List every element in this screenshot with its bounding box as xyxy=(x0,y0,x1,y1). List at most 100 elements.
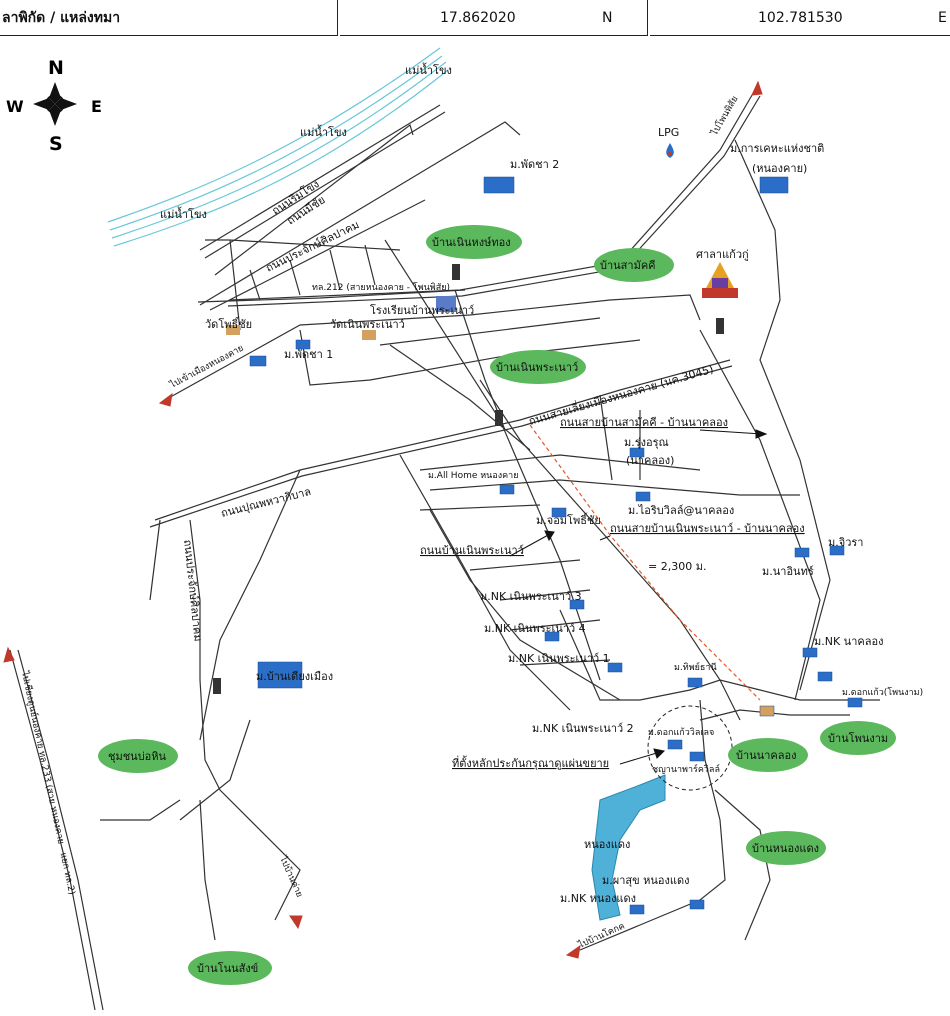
poi-label: หนองแดง xyxy=(584,838,630,851)
svg-text:บ้านเนินพระเนาว์: บ้านเนินพระเนาว์ xyxy=(496,361,578,374)
direction-label: ไปเข้าเมืองหนองคาย xyxy=(167,343,245,391)
house-icon xyxy=(794,547,810,558)
house-icon xyxy=(689,751,705,762)
river-label: แม่น้ำโขง xyxy=(405,62,452,77)
mekong-river xyxy=(107,47,449,247)
site-note: ที่ตั้งหลักประกันกรุณาดูแผ่นขยาย xyxy=(452,755,609,770)
compass-s: S xyxy=(49,133,63,155)
house-icon xyxy=(629,447,645,458)
house-icon xyxy=(667,739,683,750)
poi-label: ม.จอมโพธิ์ชัย xyxy=(536,512,601,527)
poi-label: ม.ไอริบวิลล์@นาคลอง xyxy=(628,504,734,517)
house-icon xyxy=(817,671,833,682)
housing-icons xyxy=(249,176,863,915)
village-chumchon: ชุมชนบ่อหิน xyxy=(98,739,178,773)
village-nongdaeng: บ้านหนองแดง xyxy=(746,831,826,865)
poi-label: ม.นาอินทร์ xyxy=(762,565,814,578)
latitude-dir: N xyxy=(602,9,613,26)
lpg-label: LPG xyxy=(658,126,679,139)
house-icon xyxy=(544,631,560,642)
poi-label: ม.NK หนองแดง xyxy=(560,892,636,905)
direction-label: ไปบ้านโคกค xyxy=(576,921,627,952)
road-label: ถนนบ้านเนินพระเนาว์ xyxy=(420,544,524,557)
house-icon xyxy=(607,662,623,673)
arrow-to-bannanu-icon xyxy=(289,915,303,930)
traffic-light-icon xyxy=(213,678,221,694)
house-icon xyxy=(629,904,645,915)
village-nakhlong: บ้านนาคลอง xyxy=(728,738,808,772)
svg-text:บ้านโนนสังข์: บ้านโนนสังข์ xyxy=(197,961,258,975)
wat-phochai-icon xyxy=(226,325,240,335)
house-icon xyxy=(802,647,818,658)
poi-label: ม.การเคหะแห่งชาติ xyxy=(730,142,824,155)
poi-label: ม.บ้านเดียงเมือง xyxy=(256,670,333,683)
river-label: แม่น้ำโขง xyxy=(300,124,347,139)
poi-label: โรงเรียนบ้านพระเนาว์ xyxy=(370,303,474,317)
village-nen-phra: บ้านเนินพระเนาว์ xyxy=(490,350,586,384)
poi-label: ม.ทิพย์ธานี xyxy=(674,661,717,673)
poi-label: วัดโพธิ์ชัย xyxy=(205,316,252,331)
house-icon xyxy=(847,697,863,708)
svg-text:ชุมชนบ่อหิน: ชุมชนบ่อหิน xyxy=(108,750,167,763)
wat-nenphra-icon xyxy=(362,330,376,340)
poi-label: ม.NK นาคลอง xyxy=(814,635,883,648)
nongdaeng-lake xyxy=(591,774,666,921)
poi-label: (นาคลอง) xyxy=(626,454,674,467)
house-icon xyxy=(759,705,775,717)
lpg-icon xyxy=(666,143,674,158)
longitude-dir: E xyxy=(938,9,947,26)
poi-label: ชญานาพาร์ควิลล์ xyxy=(652,763,720,775)
compass-e: E xyxy=(91,97,102,116)
distance-line xyxy=(529,424,761,701)
village-phon-ngam: บ้านโพนงาม xyxy=(820,721,896,755)
house-icon xyxy=(569,599,585,610)
road-network xyxy=(9,89,880,1011)
house-icon xyxy=(689,899,705,910)
traffic-light-icon xyxy=(452,264,460,280)
svg-text:บ้านสามัคคี: บ้านสามัคคี xyxy=(600,259,656,272)
poi-label: ม.ดอกแก้ววิลเลจ xyxy=(648,727,714,738)
poi-label: ม.ผาสุข หนองแดง xyxy=(602,874,689,887)
river-label: แม่น้ำโขง xyxy=(160,206,207,221)
house-icon xyxy=(257,661,303,689)
arrow-to-bankhlong-icon xyxy=(565,944,581,959)
svg-text:บ้านหนองแดง: บ้านหนองแดง xyxy=(752,842,819,855)
direction-label: ไปโพนพิสัย xyxy=(709,94,741,138)
longitude-cell: 102.781530 E xyxy=(650,0,950,36)
direction-arrows xyxy=(3,80,763,959)
latitude-cell: 17.862020 N xyxy=(340,0,648,36)
road-label: ถนนสายบ้านเนินพระเนาว์ - บ้านนาคลอง xyxy=(610,522,805,535)
svg-text:บ้านโพนงาม: บ้านโพนงาม xyxy=(828,731,888,745)
distance-label: = 2,300 ม. xyxy=(648,560,706,573)
poi-label: ม.ดอกแก้ว(โพนงาม) xyxy=(842,687,923,698)
road-label: ถนนประจักษ์ศิลปาคม xyxy=(181,539,205,642)
arrow-to-phonphisai-icon xyxy=(751,80,763,96)
traffic-lights xyxy=(213,264,724,694)
road-label: ไปเชียงดูนย์นองคาย ทล.233 (สาย หนองคาย -… xyxy=(19,669,78,896)
compass-rose: N S W E xyxy=(6,57,102,155)
village-non-sang: บ้านโนนสังข์ xyxy=(188,951,272,985)
traffic-light-icon xyxy=(716,318,724,334)
house-icon xyxy=(483,176,515,194)
village-samakkhi: บ้านสามัคคี xyxy=(594,248,674,282)
poi-label: ม.All Home หนองคาย xyxy=(428,471,518,481)
house-icon xyxy=(249,355,267,367)
poi-label: ม.รุ่งอรุณ xyxy=(624,436,669,449)
poi-label: (หนองคาย) xyxy=(752,162,807,175)
compass-w: W xyxy=(6,97,24,116)
house-icon xyxy=(635,491,651,502)
poi-label: ม.พัดชา 1 xyxy=(284,348,333,361)
arrow-to-233-icon xyxy=(3,646,15,663)
road-label: ถนนปุณพหวากิบาล xyxy=(220,485,313,520)
header-title: ลาพิกัด / แหล่งทมา xyxy=(0,0,338,36)
longitude-value: 102.781530 xyxy=(758,9,843,26)
poi-label: ม.NK เนินพระเนาว์ 3 xyxy=(480,590,582,603)
poi-label: ศาลาแก้วกู่ xyxy=(696,248,749,261)
road-label: ถนนสายบ้านสามัคคี - บ้านนาคลอง xyxy=(560,416,728,429)
coordinates-header: ลาพิกัด / แหล่งทมา 17.862020 N 102.78153… xyxy=(0,0,950,38)
site-circle xyxy=(647,705,733,791)
pointer-arrows xyxy=(509,429,768,765)
poi-label: ม.NK เนินพระเนาว์ 1 xyxy=(508,652,610,665)
village-markers: บ้านเนินหงษ์ทอง บ้านสามัคคี บ้านเนินพระเ… xyxy=(98,225,896,985)
